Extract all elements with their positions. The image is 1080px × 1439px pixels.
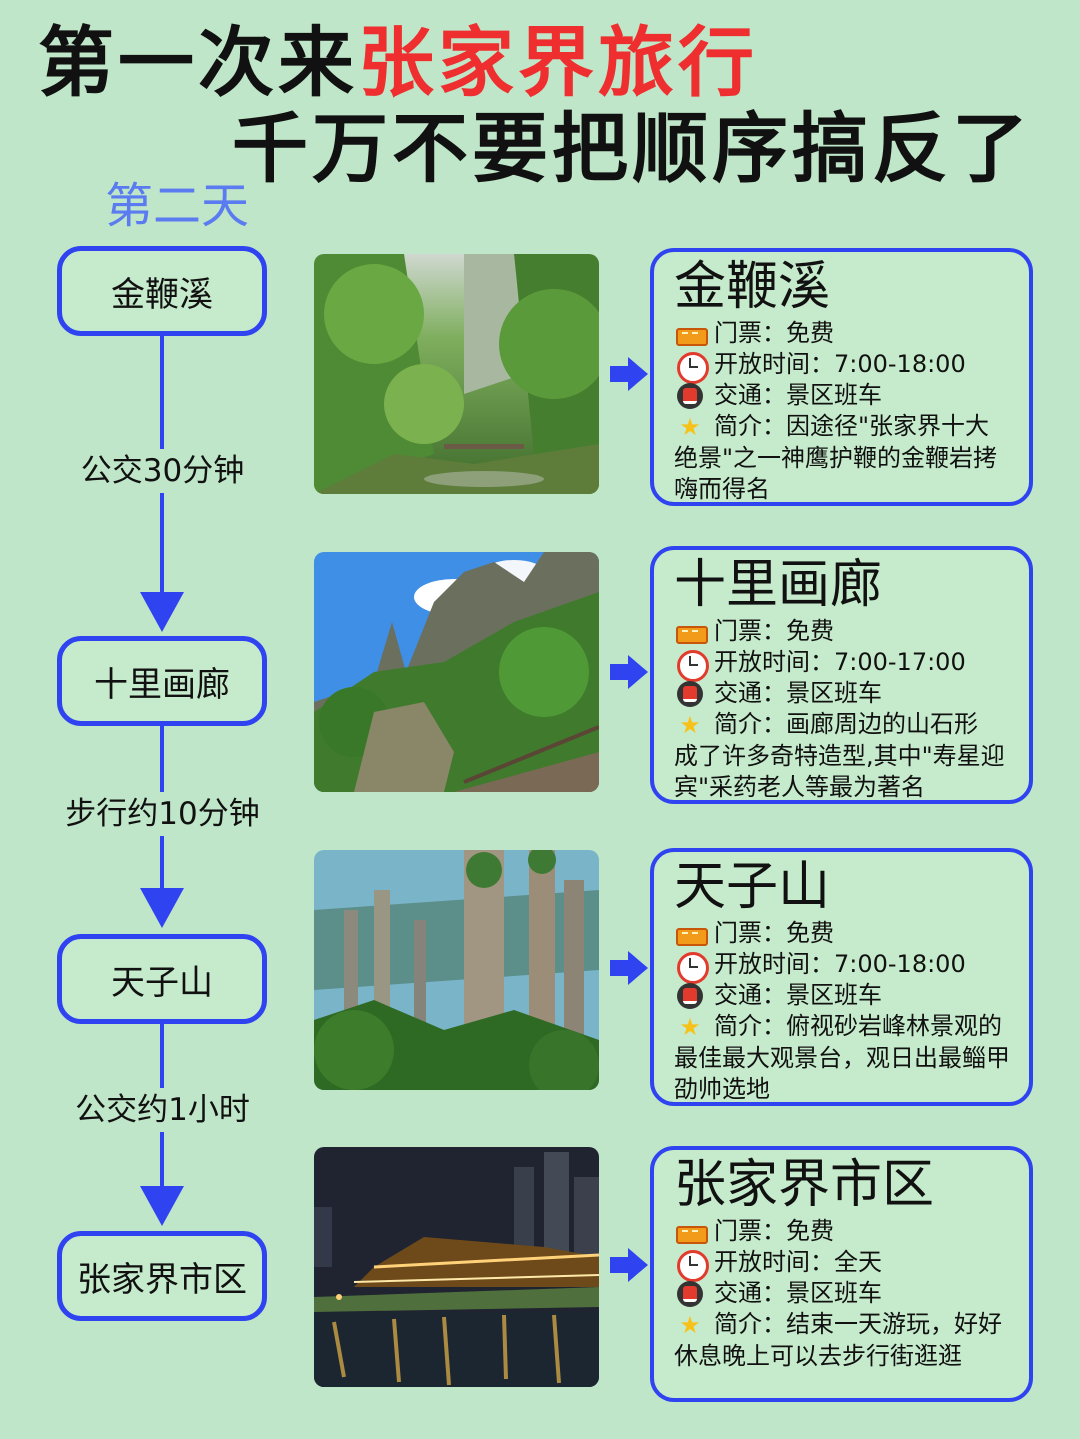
alarm-clock-icon bbox=[674, 351, 709, 384]
intro-rest: 最佳最大观景台，观日出最鲻甲劭帅选地 bbox=[674, 1043, 1010, 1103]
intro-text: ★ 简介：画廊周边的山石形成了许多奇特造型,其中"寿星迎宾"采药老人等最为著名 bbox=[674, 709, 1015, 801]
ticket-icon bbox=[674, 320, 708, 348]
intro-first-line: 简介：俯视砂岩峰林景观的 bbox=[714, 1012, 1002, 1040]
arrow-right-icon bbox=[610, 655, 648, 689]
route-node-label: 十里画廊 bbox=[94, 664, 230, 705]
photo-forest-stream bbox=[314, 254, 599, 494]
ticket-row: 门票：免费 bbox=[674, 616, 1015, 647]
hours-row: 开放时间：全天 bbox=[674, 1247, 1015, 1282]
intro-first-line: 简介：因途径"张家界十大 bbox=[714, 412, 990, 440]
route-arrow-down bbox=[140, 1186, 184, 1226]
intro-rest: 绝景"之一神鹰护鞭的金鞭岩拷嗨而得名 bbox=[674, 443, 998, 503]
train-icon bbox=[674, 1280, 706, 1308]
intro-text: ★ 简介：俯视砂岩峰林景观的最佳最大观景台，观日出最鲻甲劭帅选地 bbox=[674, 1011, 1015, 1103]
transport-row: 交通：景区班车 bbox=[674, 1278, 1015, 1309]
intro-rest: 休息晚上可以去步行街逛逛 bbox=[674, 1341, 962, 1370]
transport-text: 交通：景区班车 bbox=[714, 381, 882, 409]
route-node-city: 张家界市区 bbox=[57, 1231, 267, 1321]
hours-text: 开放时间：全天 bbox=[714, 1248, 882, 1276]
hours-text: 开放时间：7:00-17:00 bbox=[714, 648, 966, 676]
route-node-shilihualang: 十里画廊 bbox=[57, 636, 267, 726]
transport-text: 交通：景区班车 bbox=[714, 679, 882, 707]
route-arrow-down bbox=[140, 592, 184, 632]
arrow-right-icon bbox=[610, 357, 648, 391]
star-icon: ★ bbox=[679, 412, 701, 441]
ticket-row: 门票：免费 bbox=[674, 318, 1015, 349]
spot-card-jinbianxi: 金鞭溪 门票：免费 开放时间：7:00-18:00 交通：景区班车 ★ 简介：因途… bbox=[650, 248, 1033, 506]
transport-row: 交通：景区班车 bbox=[674, 678, 1015, 709]
hours-text: 开放时间：7:00-18:00 bbox=[714, 950, 966, 978]
hours-row: 开放时间：7:00-17:00 bbox=[674, 647, 1015, 682]
ticket-icon bbox=[674, 920, 708, 948]
intro-rest: 成了许多奇特造型,其中"寿星迎宾"采药老人等最为著名 bbox=[674, 741, 1005, 801]
transport-text: 交通：景区班车 bbox=[714, 1279, 882, 1307]
ticket-text: 门票：免费 bbox=[714, 319, 834, 347]
train-icon bbox=[674, 680, 706, 708]
transport-row: 交通：景区班车 bbox=[674, 980, 1015, 1011]
train-icon bbox=[674, 382, 706, 410]
photo-city-night bbox=[314, 1147, 599, 1387]
ticket-icon bbox=[674, 618, 708, 646]
arrow-right-icon bbox=[610, 1248, 648, 1282]
transport-row: 交通：景区班车 bbox=[674, 380, 1015, 411]
route-node-label: 金鞭溪 bbox=[111, 274, 213, 315]
alarm-clock-icon bbox=[674, 649, 709, 682]
route-arrow-down bbox=[140, 888, 184, 928]
spot-name: 张家界市区 bbox=[674, 1155, 935, 1215]
hours-row: 开放时间：7:00-18:00 bbox=[674, 349, 1015, 384]
spot-card-city: 张家界市区 门票：免费 开放时间：全天 交通：景区班车 ★ 简介：结束一天游玩，好… bbox=[650, 1146, 1033, 1402]
ticket-row: 门票：免费 bbox=[674, 1216, 1015, 1247]
spot-card-tianzishan: 天子山 门票：免费 开放时间：7:00-18:00 交通：景区班车 ★ 简介：俯视… bbox=[650, 848, 1033, 1106]
transport-text: 交通：景区班车 bbox=[714, 981, 882, 1009]
page-title-line2: 千万不要把顺序搞反了 bbox=[232, 104, 1032, 193]
star-icon: ★ bbox=[679, 1310, 701, 1339]
spot-name: 天子山 bbox=[674, 857, 831, 917]
hours-text: 开放时间：7:00-18:00 bbox=[714, 350, 966, 378]
route-leg-label: 公交30分钟 bbox=[0, 449, 325, 493]
page-title-line1: 第一次来张家界旅行 bbox=[38, 18, 758, 108]
alarm-clock-icon bbox=[674, 951, 709, 984]
route-leg-label: 步行约10分钟 bbox=[0, 792, 325, 836]
ticket-text: 门票：免费 bbox=[714, 617, 834, 645]
route-node-label: 天子山 bbox=[111, 962, 213, 1003]
intro-text: ★ 简介：结束一天游玩，好好休息晚上可以去步行街逛逛 bbox=[674, 1309, 1015, 1372]
spot-name: 金鞭溪 bbox=[674, 257, 831, 317]
ticket-row: 门票：免费 bbox=[674, 918, 1015, 949]
photo-sandstone-pillars bbox=[314, 850, 599, 1090]
route-node-label: 张家界市区 bbox=[77, 1259, 247, 1300]
route-leg-label: 公交约1小时 bbox=[0, 1088, 325, 1132]
arrow-right-icon bbox=[610, 951, 648, 985]
ticket-text: 门票：免费 bbox=[714, 1217, 834, 1245]
ticket-text: 门票：免费 bbox=[714, 919, 834, 947]
spot-card-shilihualang: 十里画廊 门票：免费 开放时间：7:00-17:00 交通：景区班车 ★ 简介：画… bbox=[650, 546, 1033, 804]
spot-name: 十里画廊 bbox=[674, 555, 883, 615]
star-icon: ★ bbox=[679, 1012, 701, 1041]
intro-first-line: 简介：结束一天游玩，好好 bbox=[714, 1310, 1002, 1338]
title-highlight: 张家界旅行 bbox=[358, 18, 758, 107]
hours-row: 开放时间：7:00-18:00 bbox=[674, 949, 1015, 984]
route-node-tianzishan: 天子山 bbox=[57, 934, 267, 1024]
photo-karst-peaks bbox=[314, 552, 599, 792]
day-label: 第二天 bbox=[105, 178, 250, 234]
ticket-icon bbox=[674, 1218, 708, 1246]
intro-first-line: 简介：画廊周边的山石形 bbox=[714, 710, 978, 738]
train-icon bbox=[674, 982, 706, 1010]
route-node-jinbianxi: 金鞭溪 bbox=[57, 246, 267, 336]
star-icon: ★ bbox=[679, 710, 701, 739]
title-prefix: 第一次来 bbox=[38, 18, 358, 107]
alarm-clock-icon bbox=[674, 1249, 709, 1282]
intro-text: ★ 简介：因途径"张家界十大绝景"之一神鹰护鞭的金鞭岩拷嗨而得名 bbox=[674, 411, 1015, 503]
